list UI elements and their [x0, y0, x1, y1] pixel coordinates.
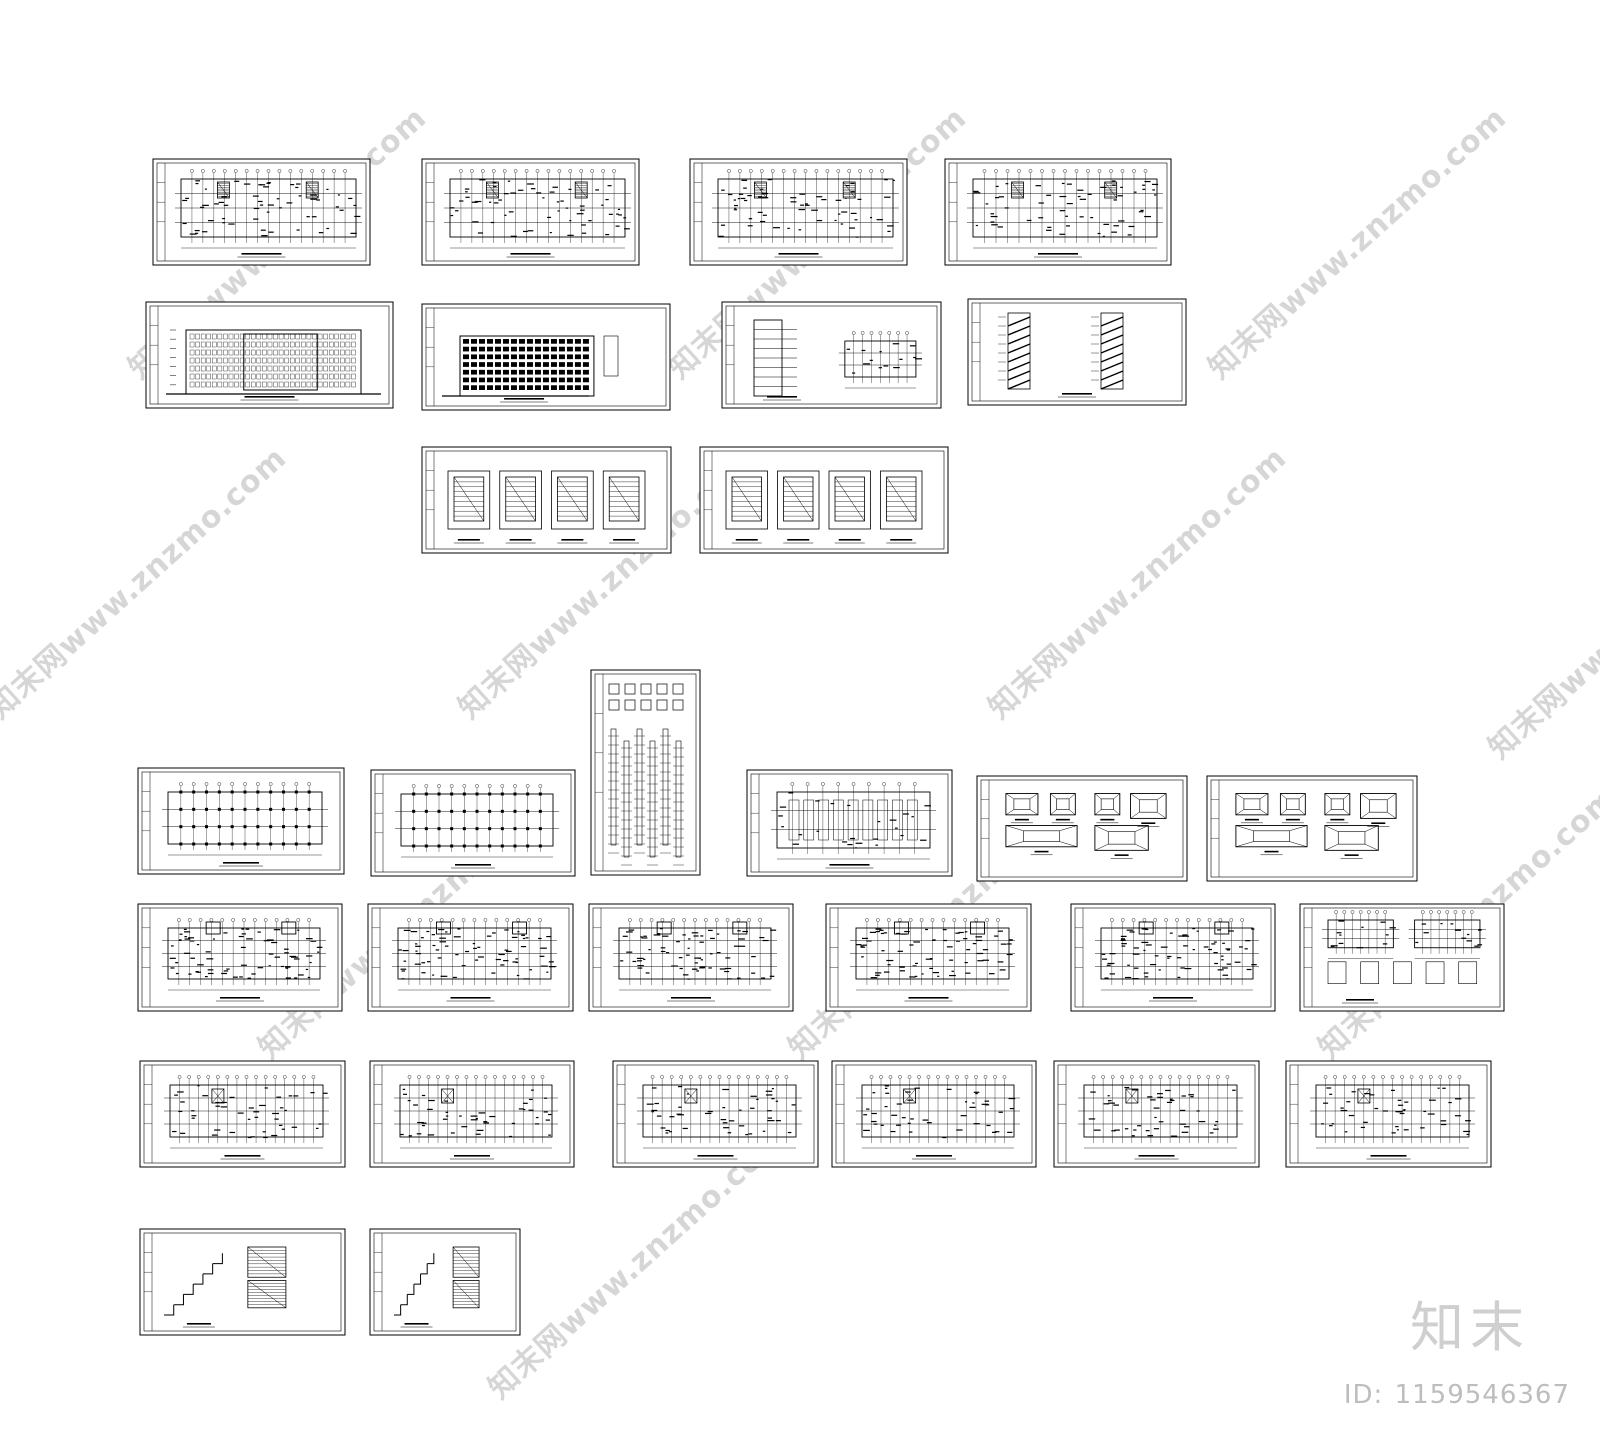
cad-sheet-stair-structure	[139, 1228, 346, 1336]
diagonal-watermark-text: 知末网www.znzmo.com	[982, 440, 1294, 726]
cad-sheet-slab-plan	[831, 1060, 1037, 1168]
cad-sheet-slab-plan	[612, 1060, 819, 1168]
cad-sheet-elevation-side	[421, 303, 671, 411]
cad-sheet-plan-arch	[944, 158, 1172, 266]
id-watermark: ID: 1159546367	[1342, 1380, 1570, 1410]
brand-watermark: 知末	[1410, 1296, 1530, 1359]
cad-sheet-slab-plan	[1285, 1060, 1492, 1168]
id-value: 1159546367	[1394, 1380, 1570, 1410]
cad-sheet-plan-arch	[421, 158, 640, 266]
cad-sheet-plan-arch	[152, 158, 371, 266]
id-label: ID:	[1343, 1380, 1384, 1410]
cad-sheet-stair-details	[421, 446, 672, 554]
diagonal-watermark-text: 知末网www.znzmo.com	[1482, 480, 1600, 766]
cad-sheet-beam-plan	[137, 903, 343, 1012]
cad-sheet-plan-arch	[689, 158, 908, 266]
cad-sheet-section-narrow	[721, 301, 942, 409]
cad-sheet-elevation-front	[145, 301, 394, 409]
cad-sheet-slab-plan	[1053, 1060, 1260, 1168]
cad-sheet-slab-plan	[139, 1060, 346, 1168]
cad-sheet-stair-structure	[369, 1228, 521, 1336]
cad-sheet-beam-misc	[1299, 903, 1505, 1012]
cad-sheet-stair-section	[967, 298, 1187, 406]
cad-sheet-beam-plan	[588, 903, 794, 1012]
cad-sheet-slab-plan	[369, 1060, 575, 1168]
cad-sheet-layout	[137, 158, 1505, 1336]
cad-sheet-column-layout	[370, 769, 576, 877]
cad-sheet-column-layout	[137, 767, 345, 875]
diagonal-watermarks: 知末网www.znzmo.com 知末网www.znzmo.com 知末网www.z…	[0, 100, 1600, 1406]
cad-sheet-column-schedule	[590, 669, 701, 876]
cad-sheet-stair-details	[699, 446, 949, 554]
diagonal-watermark-text: 知末网www.znzmo.com	[1202, 100, 1514, 386]
cad-sheet-footing-details	[1206, 775, 1418, 882]
cad-sheet-beam-plan	[1070, 903, 1276, 1012]
diagonal-watermark-text: 知末网www.znzmo.com	[0, 440, 294, 726]
cad-sheet-beam-plan	[825, 903, 1032, 1012]
cad-sheet-beam-plan	[367, 903, 574, 1012]
cad-sheet-footing-details	[976, 775, 1188, 882]
cad-sheet-foundation-plan	[746, 769, 953, 877]
